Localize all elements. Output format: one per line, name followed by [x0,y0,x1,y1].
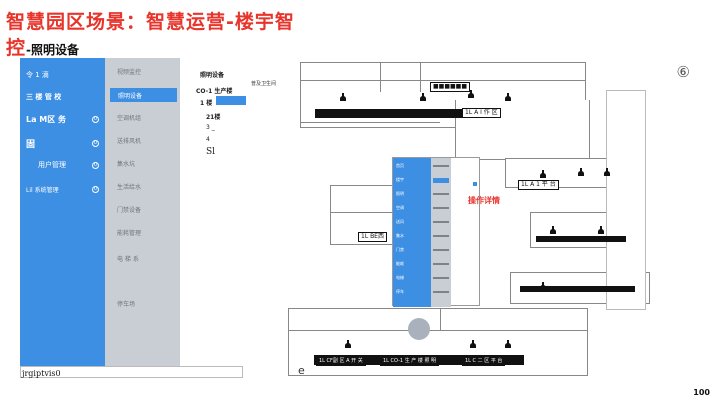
lamp-icon[interactable] [604,168,610,176]
popup-menu-item[interactable]: 照明 [396,190,404,196]
slide-subtitle: -照明设备 [26,43,79,57]
lamp-icon[interactable] [420,93,426,101]
popup-menu-item[interactable]: 空调 [396,204,404,210]
floorplan-tag[interactable]: 1L C 二 区 平 台 [462,356,506,366]
page-number: 100 [693,388,710,397]
floorplan-black-bar [520,286,635,292]
lamp-icon[interactable] [598,226,604,234]
lamp-icon[interactable] [470,340,476,348]
submenu-panel: 视频监控 照明设备 空调机组 送排风机 集水坑 生活给水 门禁设备 能耗管理 电… [105,58,180,366]
popup-indicator [473,182,477,186]
popup-menu-item[interactable]: 送风 [396,218,404,224]
submenu-item-access[interactable]: 门禁设备 [117,206,142,214]
tree-floor-highlight [216,96,246,105]
popup-menu-item[interactable]: 首页 [396,162,404,168]
floorplan-top-label: 普及卫生间 [251,81,277,87]
floorplan-tag[interactable]: 1L A I 作 区 [462,108,501,118]
tree-group[interactable]: CO-1 生产楼 [196,88,233,95]
submenu-item-video[interactable]: 视频监控 [117,68,142,76]
expand-icon: 0 [92,161,99,169]
submenu-item-sump[interactable]: 集水坑 [117,160,136,168]
popup-submenu [431,158,451,307]
lamp-icon[interactable] [340,93,346,101]
expand-icon: 0 [92,139,99,147]
expand-icon: 0 [92,185,99,193]
page-marker: ⑥ [676,63,690,81]
lamp-icon[interactable] [578,168,584,176]
sidebar-item-home[interactable]: 令 1 滴 [26,71,49,79]
submenu-item-elevator[interactable]: 电 梯 系 [117,255,139,263]
submenu-item-fan[interactable]: 送排风机 [117,137,142,145]
popup-sidebar: 首页 楼宇 照明 空调 送风 集水 门禁 能耗 电梯 停车 [393,158,431,307]
lamp-icon[interactable] [505,93,511,101]
floorplan-block-stair [606,90,646,310]
lamp-icon[interactable] [468,90,474,98]
sidebar-item-park[interactable]: 固 0 [26,139,99,150]
slide-title-char: 控 [6,37,26,59]
footer-bar [20,366,243,378]
tree-floor-5[interactable]: Sl [206,147,216,157]
expand-icon: 0 [92,115,99,123]
tree-heading: 照明设备 [200,72,225,79]
floorplan-corner-letter: e [298,364,305,377]
slide-title-line2: 控-照明设备 [6,36,79,63]
content-area [180,58,243,376]
lamp-icon[interactable] [550,226,556,234]
popup-menu-item[interactable]: 停车 [396,288,404,294]
floorplan-black-bar [536,236,626,242]
submenu-item-water[interactable]: 生活给水 [117,183,142,191]
slide-title: 智慧园区场景：智慧运营-楼宇智 [6,11,295,33]
floorplan-tag[interactable]: ■■■■■■ [430,82,471,92]
submenu-item-energy[interactable]: 能耗管理 [117,229,142,237]
popup-menu-item[interactable]: 门禁 [396,246,404,252]
lamp-icon[interactable] [345,340,351,348]
tree-floor-3[interactable]: 3 _ [206,124,215,131]
popup-menu-item[interactable]: 电梯 [396,274,404,280]
submenu-item-lighting[interactable]: 照明设备 [110,88,177,102]
submenu-item-ac[interactable]: 空调机组 [117,114,142,122]
elevator-icon[interactable] [408,318,430,340]
submenu-item-parking[interactable]: 停车场 [117,300,136,308]
sidebar-item-building[interactable]: 三 楼 管 校 [26,93,62,101]
tree-floor-4[interactable]: 4 [206,136,210,143]
lamp-icon[interactable] [540,170,546,178]
tree-floor-1[interactable]: 1 楼 [200,100,213,107]
floorplan-tag[interactable]: 1L CF副 区 A 开 关 [316,356,366,366]
floorplan-black-bar [315,109,475,118]
popup-menu-item[interactable]: 楼宇 [396,176,404,182]
floorplan-tag[interactable]: 1L A 1 平 台 [518,180,559,190]
popup-menu-item[interactable]: 能耗 [396,260,404,266]
detail-popup[interactable]: 首页 楼宇 照明 空调 送风 集水 门禁 能耗 电梯 停车 [392,157,480,307]
popup-menu-item[interactable]: 集水 [396,232,404,238]
floorplan-tag[interactable]: 1L CO-1 生 产 楼 照 明 [380,356,440,366]
operation-details-label: 操作详情 [468,196,500,205]
floorplan-tag[interactable]: 1L BE西 [358,232,387,242]
app-label: jrgiptvis0 [22,369,61,378]
lamp-icon[interactable] [505,340,511,348]
tree-floor-2[interactable]: 21楼 [206,114,221,121]
